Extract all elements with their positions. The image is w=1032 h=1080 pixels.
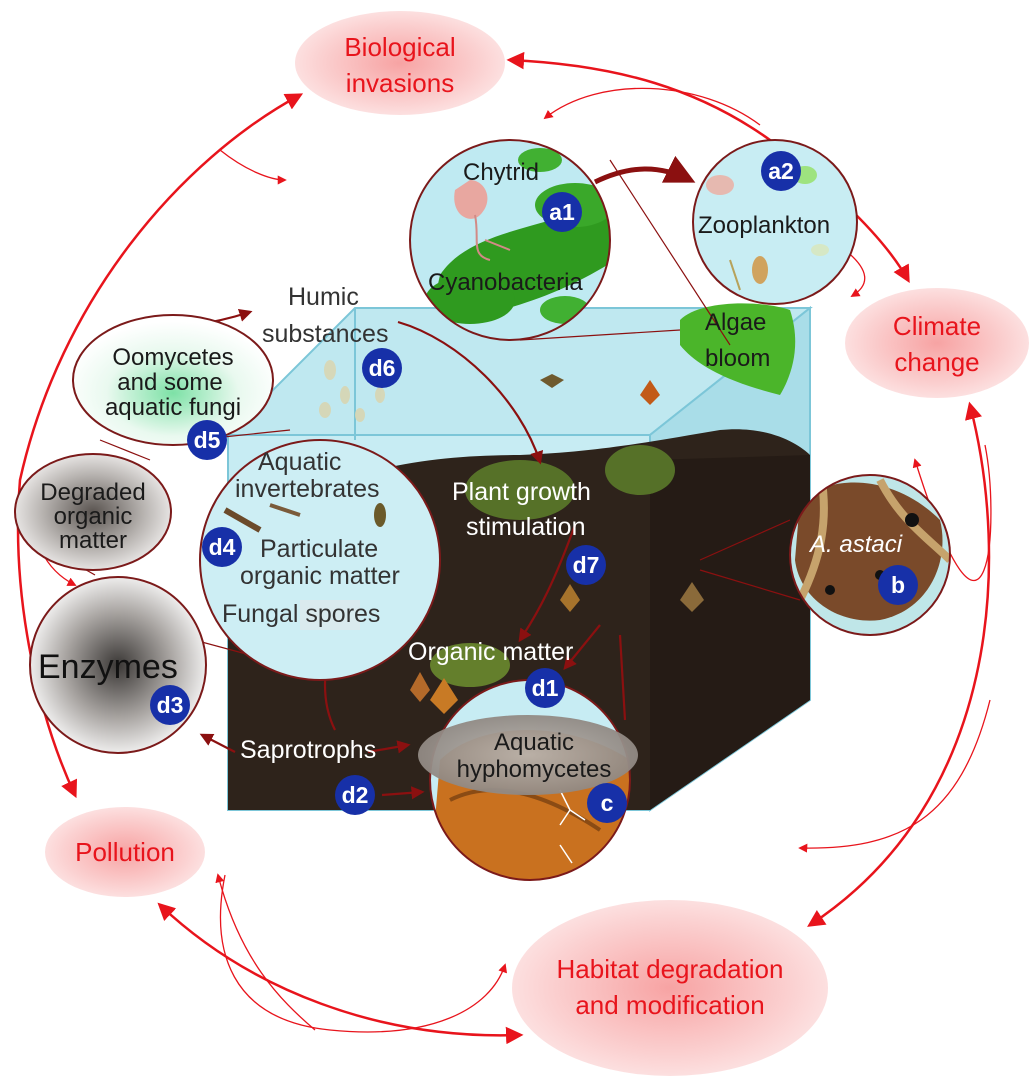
aquatic-invertebrates-line2: invertebrates <box>235 475 380 503</box>
oomycetes-ellipse: Oomycetes and some aquatic fungi <box>72 314 274 446</box>
stressor-climate-change: Climate change <box>845 288 1029 398</box>
badge-c: c <box>587 783 627 823</box>
svg-text:a2: a2 <box>768 158 794 184</box>
biological-invasions-line1: Biological <box>344 32 455 62</box>
badge-d1: d1 <box>525 668 565 708</box>
badge-b: b <box>878 565 918 605</box>
badge-d3: d3 <box>150 685 190 725</box>
badge-d2: d2 <box>335 775 375 815</box>
badge-d4: d4 <box>202 527 242 567</box>
a-astaci-label: A. astaci <box>808 531 903 558</box>
plant-growth-line2: stimulation <box>466 513 586 541</box>
circle-a1-chytrid: Chytrid Cyanobacteria <box>409 139 611 341</box>
svg-text:c: c <box>601 790 614 816</box>
degraded-line2: organic <box>54 503 133 530</box>
enzymes-circle: Enzymes <box>29 576 207 754</box>
stressor-biological-invasions: Biological invasions <box>295 11 505 115</box>
degraded-line1: Degraded <box>40 479 145 506</box>
humic-line1: Humic <box>288 283 359 311</box>
particulate-line2: organic matter <box>240 562 400 590</box>
circle-d4-particulate: Aquatic invertebrates Particulate organi… <box>199 439 441 681</box>
svg-text:d7: d7 <box>573 552 600 578</box>
chytrid-label: Chytrid <box>463 159 539 186</box>
stressor-habitat-degradation: Habitat degradation and modification <box>512 900 828 1076</box>
aquatic-hyphomycetes-line1: Aquatic <box>494 729 574 756</box>
stressor-pollution: Pollution <box>45 807 205 897</box>
habitat-line1: Habitat degradation <box>557 954 784 984</box>
organic-matter-label: Organic matter <box>408 638 573 666</box>
svg-text:d1: d1 <box>532 675 559 701</box>
badge-a2: a2 <box>761 151 801 191</box>
habitat-line2: and modification <box>575 990 764 1020</box>
hyphomycetes-label-oval <box>418 715 638 795</box>
particulate-line1: Particulate <box>260 535 378 563</box>
oomycetes-line3: aquatic fungi <box>105 394 241 421</box>
biological-invasions-line2: invasions <box>346 68 454 98</box>
humic-line2: substances <box>262 320 388 348</box>
saprotrophs-label: Saprotrophs <box>240 736 376 764</box>
oomycetes-line2: and some <box>117 369 222 396</box>
climate-change-line1: Climate <box>893 311 981 341</box>
circle-a2-zooplankton: Zooplankton <box>692 139 858 305</box>
svg-text:d2: d2 <box>342 782 369 808</box>
fungal-spores-label: Fungal spores <box>222 600 380 628</box>
aquatic-hyphomycetes-line2: hyphomycetes <box>457 756 612 783</box>
svg-text:b: b <box>891 572 905 598</box>
algae-bloom-line2: bloom <box>705 345 770 372</box>
degraded-organic-matter-ellipse: Degraded organic matter <box>14 453 172 571</box>
badge-d6: d6 <box>362 348 402 388</box>
algae-bloom-line1: Algae <box>705 309 766 336</box>
badges: a1 a2 b c d1 d2 d3 d4 d5 d6 d7 <box>150 151 918 823</box>
plant-growth-line1: Plant growth <box>452 478 591 506</box>
humic-particles <box>319 360 385 422</box>
badge-d5: d5 <box>187 420 227 460</box>
enzymes-label: Enzymes <box>38 648 178 686</box>
degraded-line3: matter <box>59 527 127 554</box>
circle-c-aquatic-hyphomycetes: Aquatic hyphomycetes <box>418 679 638 881</box>
cyanobacteria-label: Cyanobacteria <box>428 269 583 296</box>
pollution-label: Pollution <box>75 837 175 867</box>
badge-a1: a1 <box>542 192 582 232</box>
climate-change-line2: change <box>894 347 979 377</box>
oomycetes-line1: Oomycetes <box>112 344 233 371</box>
svg-text:d3: d3 <box>157 692 184 718</box>
aquatic-invertebrates-line1: Aquatic <box>258 448 341 476</box>
svg-text:d5: d5 <box>194 427 221 453</box>
svg-text:d4: d4 <box>209 534 236 560</box>
algae-patch <box>680 303 796 395</box>
svg-text:a1: a1 <box>549 199 575 225</box>
zooplankton-label: Zooplankton <box>698 212 830 239</box>
badge-d7: d7 <box>566 545 606 585</box>
svg-text:d6: d6 <box>369 355 396 381</box>
